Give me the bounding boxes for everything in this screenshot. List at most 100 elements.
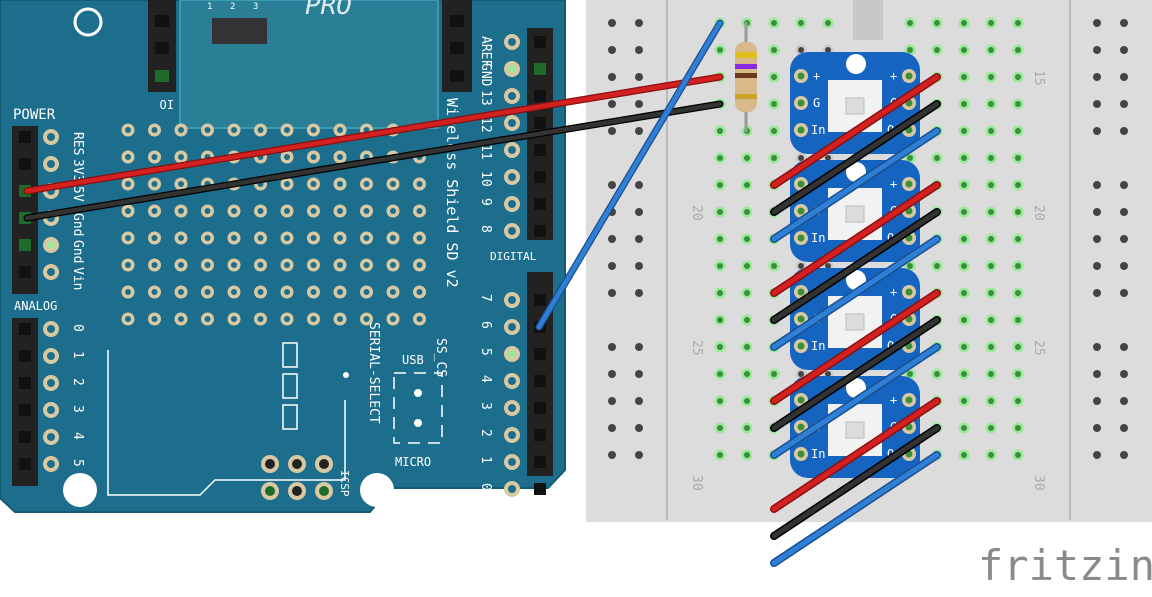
digital-pin[interactable] [534, 483, 546, 495]
breadboard-hole[interactable] [771, 371, 777, 377]
breadboard-hole[interactable] [798, 371, 804, 377]
neopixel-jumper-wire[interactable] [771, 209, 940, 323]
digital-pin[interactable] [534, 36, 546, 48]
rail-hole[interactable] [1093, 100, 1101, 108]
breadboard-hole[interactable] [717, 236, 723, 242]
rail-hole[interactable] [1120, 100, 1128, 108]
breadboard-hole[interactable] [798, 155, 804, 161]
breadboard-hole[interactable] [961, 263, 967, 269]
neopixel-jumper-wire[interactable] [771, 101, 940, 215]
breadboard-hole[interactable] [988, 425, 994, 431]
breadboard-hole[interactable] [717, 209, 723, 215]
digital-pin[interactable] [534, 294, 546, 306]
breadboard-hole[interactable] [988, 182, 994, 188]
breadboard-hole[interactable] [961, 155, 967, 161]
breadboard-hole[interactable] [1015, 425, 1021, 431]
breadboard-hole[interactable] [1015, 47, 1021, 53]
digital-pin[interactable] [534, 456, 546, 468]
breadboard-hole[interactable] [717, 155, 723, 161]
rail-hole[interactable] [1120, 370, 1128, 378]
rail-hole[interactable] [1093, 46, 1101, 54]
breadboard-hole[interactable] [1015, 344, 1021, 350]
rail-hole[interactable] [635, 451, 643, 459]
rail-hole[interactable] [608, 370, 616, 378]
breadboard-hole[interactable] [934, 263, 940, 269]
wire-data-blue[interactable] [536, 20, 723, 330]
rail-hole[interactable] [1120, 127, 1128, 135]
breadboard-hole[interactable] [988, 290, 994, 296]
rail-hole[interactable] [608, 451, 616, 459]
breadboard-hole[interactable] [744, 344, 750, 350]
rail-hole[interactable] [1093, 19, 1101, 27]
rail-hole[interactable] [608, 46, 616, 54]
rail-hole[interactable] [635, 127, 643, 135]
breadboard-hole[interactable] [771, 155, 777, 161]
rail-hole[interactable] [608, 397, 616, 405]
rail-hole[interactable] [608, 262, 616, 270]
rail-hole[interactable] [635, 424, 643, 432]
rail-hole[interactable] [1120, 451, 1128, 459]
digital-pin[interactable] [534, 63, 546, 75]
breadboard-hole[interactable] [1015, 236, 1021, 242]
breadboard-hole[interactable] [961, 74, 967, 80]
icsp-pin[interactable] [319, 486, 329, 496]
rail-hole[interactable] [1093, 397, 1101, 405]
icsp-pin[interactable] [265, 459, 275, 469]
rail-hole[interactable] [1093, 208, 1101, 216]
rail-hole[interactable] [1120, 289, 1128, 297]
analog-pin[interactable] [19, 323, 31, 335]
breadboard-hole[interactable] [1015, 182, 1021, 188]
breadboard-hole[interactable] [1015, 398, 1021, 404]
digital-pin[interactable] [534, 429, 546, 441]
digital-pin[interactable] [534, 375, 546, 387]
breadboard-hole[interactable] [717, 47, 723, 53]
analog-pin[interactable] [19, 377, 31, 389]
breadboard-hole[interactable] [988, 128, 994, 134]
analog-pin[interactable] [19, 350, 31, 362]
breadboard-hole[interactable] [1015, 128, 1021, 134]
rail-hole[interactable] [1120, 181, 1128, 189]
rail-hole[interactable] [635, 397, 643, 405]
breadboard-hole[interactable] [988, 209, 994, 215]
icsp-pin[interactable] [292, 486, 302, 496]
rail-hole[interactable] [608, 19, 616, 27]
analog-pin[interactable] [19, 404, 31, 416]
breadboard-hole[interactable] [988, 155, 994, 161]
breadboard-hole[interactable] [1015, 209, 1021, 215]
breadboard-hole[interactable] [988, 344, 994, 350]
neopixel-jumper-wire[interactable] [771, 74, 940, 188]
analog-pin[interactable] [19, 458, 31, 470]
breadboard-hole[interactable] [961, 47, 967, 53]
breadboard-hole[interactable] [988, 74, 994, 80]
rail-hole[interactable] [635, 208, 643, 216]
breadboard-hole[interactable] [988, 452, 994, 458]
power-pin[interactable] [19, 158, 31, 170]
rail-hole[interactable] [608, 181, 616, 189]
breadboard-hole[interactable] [771, 20, 777, 26]
rail-hole[interactable] [635, 343, 643, 351]
rail-hole[interactable] [635, 19, 643, 27]
rail-hole[interactable] [635, 46, 643, 54]
breadboard-hole[interactable] [717, 128, 723, 134]
neopixel-jumper-wire[interactable] [771, 236, 940, 350]
breadboard-hole[interactable] [717, 371, 723, 377]
analog-pin[interactable] [19, 431, 31, 443]
breadboard-hole[interactable] [1015, 290, 1021, 296]
breadboard-hole[interactable] [744, 209, 750, 215]
breadboard-hole[interactable] [961, 236, 967, 242]
breadboard-hole[interactable] [771, 101, 777, 107]
power-pin[interactable] [19, 131, 31, 143]
rail-hole[interactable] [1120, 424, 1128, 432]
breadboard-hole[interactable] [1015, 263, 1021, 269]
digital-pin[interactable] [534, 348, 546, 360]
breadboard-hole[interactable] [744, 452, 750, 458]
power-pin[interactable] [19, 239, 31, 251]
breadboard-hole[interactable] [798, 47, 804, 53]
neopixel-jumper-wire[interactable] [771, 290, 940, 404]
power-pin[interactable] [19, 266, 31, 278]
breadboard-hole[interactable] [1015, 20, 1021, 26]
breadboard-hole[interactable] [771, 74, 777, 80]
breadboard-hole[interactable] [961, 425, 967, 431]
breadboard-hole[interactable] [907, 263, 913, 269]
neopixel-jumper-wire[interactable] [771, 398, 940, 512]
